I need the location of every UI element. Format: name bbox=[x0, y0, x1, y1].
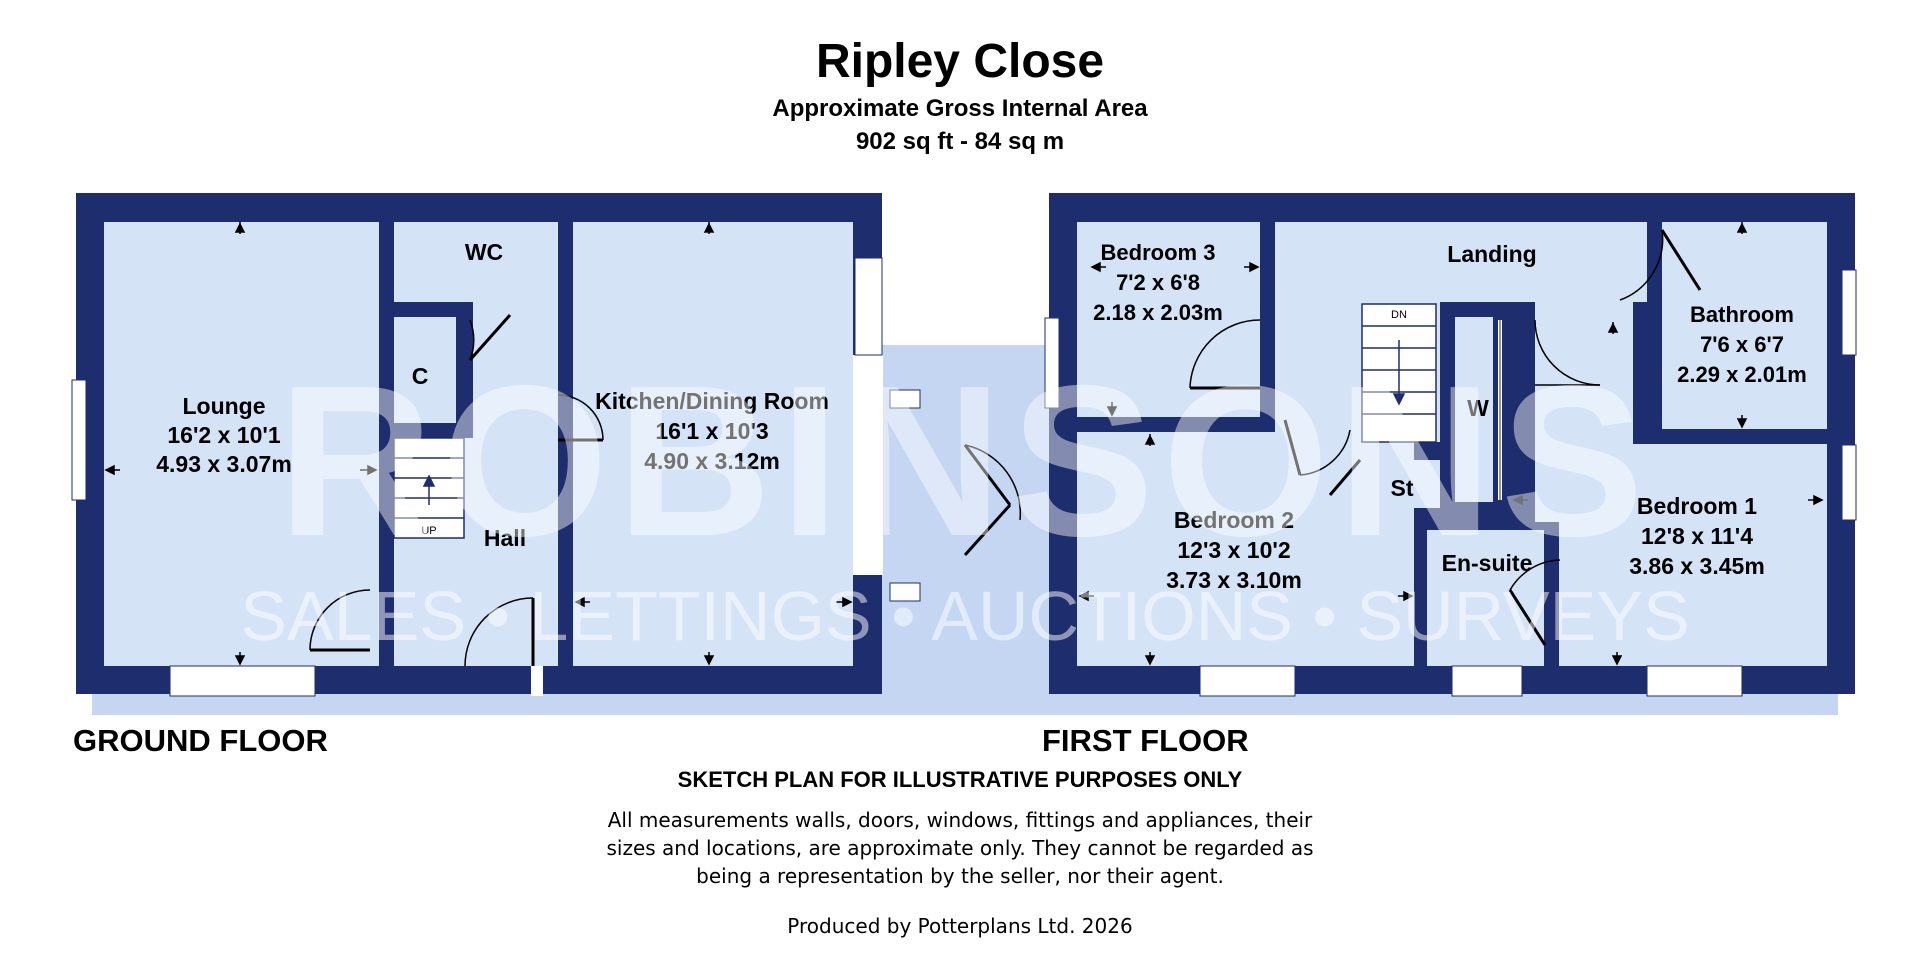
bedroom-1-front-window bbox=[1646, 665, 1743, 697]
kitchen-side-light-top bbox=[889, 389, 921, 409]
watermark-brand: ROBINSONS bbox=[278, 340, 1652, 581]
wc-floor bbox=[394, 222, 558, 302]
bedroom-2-imperial: 12'3 x 10'2 bbox=[1177, 537, 1290, 563]
ground-stairs bbox=[393, 437, 465, 539]
front-door-opening bbox=[531, 666, 543, 696]
bedroom-1-imperial: 12'8 x 11'4 bbox=[1641, 523, 1753, 549]
bedroom-1-label: Bedroom 1 bbox=[1637, 493, 1757, 519]
lounge-front-window bbox=[169, 665, 316, 697]
bathroom-floor bbox=[1662, 222, 1827, 429]
bedroom-1-metric: 3.86 x 3.45m bbox=[1629, 553, 1765, 579]
hall-label: Hall bbox=[484, 525, 526, 551]
wardrobe-label: W bbox=[1467, 395, 1489, 421]
bedroom-3-metric: 2.18 x 2.03m bbox=[1093, 300, 1223, 325]
kitchen-side-light-bottom bbox=[889, 582, 921, 602]
bathroom-metric: 2.29 x 2.01m bbox=[1677, 362, 1807, 387]
bedroom-3-window bbox=[1044, 317, 1060, 409]
lounge-imperial: 16'2 x 10'1 bbox=[167, 422, 280, 448]
landing-label: Landing bbox=[1447, 241, 1536, 267]
lounge-label: Lounge bbox=[182, 393, 265, 419]
ensuite-floor bbox=[1427, 530, 1544, 666]
wc-label: WC bbox=[465, 239, 503, 265]
bedroom-2-metric: 3.73 x 3.10m bbox=[1166, 567, 1302, 593]
bedroom-2-window bbox=[1199, 665, 1296, 697]
bedroom-3-label: Bedroom 3 bbox=[1101, 240, 1216, 265]
bedroom-1-floor bbox=[1559, 444, 1827, 666]
ground-floor-label: GROUND FLOOR bbox=[73, 723, 328, 758]
kitchen-window bbox=[854, 257, 883, 356]
ensuite-window bbox=[1451, 665, 1523, 697]
watermark-tagline: SALES • LETTINGS • AUCTIONS • SURVEYS bbox=[240, 577, 1689, 655]
bedroom-3-imperial: 7'2 x 6'8 bbox=[1116, 270, 1200, 295]
bedroom-2-label: Bedroom 2 bbox=[1174, 507, 1294, 533]
lounge-metric: 4.93 x 3.07m bbox=[156, 451, 292, 477]
ensuite-label: En-suite bbox=[1442, 550, 1533, 576]
bedroom-2-floor bbox=[1077, 432, 1414, 666]
bathroom-label: Bathroom bbox=[1690, 302, 1794, 327]
first-stairs bbox=[1361, 303, 1437, 443]
plan-title: Ripley Close bbox=[815, 35, 1105, 88]
area-value: 902 sq ft - 84 sq m bbox=[855, 128, 1065, 155]
lounge-floor bbox=[104, 222, 379, 666]
first-direction-arrows bbox=[1078, 222, 1824, 666]
hall-upper-floor bbox=[473, 302, 558, 438]
disclaimer-line-2: sizes and locations, are approximate onl… bbox=[606, 836, 1314, 860]
kitchen-door-recess bbox=[853, 355, 883, 575]
bathroom-imperial: 7'6 x 6'7 bbox=[1700, 332, 1784, 357]
ground-doors bbox=[309, 314, 1022, 667]
bedroom-3-floor bbox=[1077, 222, 1260, 417]
stairs-down-label: DN bbox=[1391, 309, 1407, 321]
landing-floor bbox=[1275, 222, 1647, 302]
cupboard-floor bbox=[394, 317, 456, 423]
first-floor-label: FIRST FLOOR bbox=[1042, 723, 1249, 758]
kitchen-floor bbox=[573, 222, 853, 666]
ground-floor-plan: UP bbox=[71, 193, 1022, 697]
ground-direction-arrows bbox=[104, 222, 853, 666]
stairs-up-label: UP bbox=[421, 525, 436, 537]
bedroom-1-side-window bbox=[1841, 444, 1857, 521]
kitchen-metric: 4.90 x 3.12m bbox=[644, 448, 780, 474]
store-label: St bbox=[1391, 475, 1414, 501]
cupboard-label: C bbox=[412, 363, 429, 389]
first-doors bbox=[1189, 229, 1702, 646]
sketch-note: SKETCH PLAN FOR ILLUSTRATIVE PURPOSES ON… bbox=[677, 767, 1243, 792]
lounge-window bbox=[71, 379, 87, 501]
area-subtitle: Approximate Gross Internal Area bbox=[772, 95, 1148, 122]
disclaimer-line-3: being a representation by the seller, no… bbox=[696, 864, 1224, 888]
kitchen-imperial: 16'1 x 10'3 bbox=[655, 418, 768, 444]
bathroom-window bbox=[1841, 269, 1857, 356]
first-floor-plan: DN bbox=[1044, 193, 1857, 697]
kitchen-label: Kitchen/Dining Room bbox=[595, 388, 829, 414]
store-floor bbox=[1360, 460, 1440, 508]
wardrobe-floor bbox=[1455, 317, 1493, 502]
disclaimer-line-1: All measurements walls, doors, windows, … bbox=[607, 808, 1313, 832]
produced-by: Produced by Potterplans Ltd. 2026 bbox=[787, 914, 1133, 938]
